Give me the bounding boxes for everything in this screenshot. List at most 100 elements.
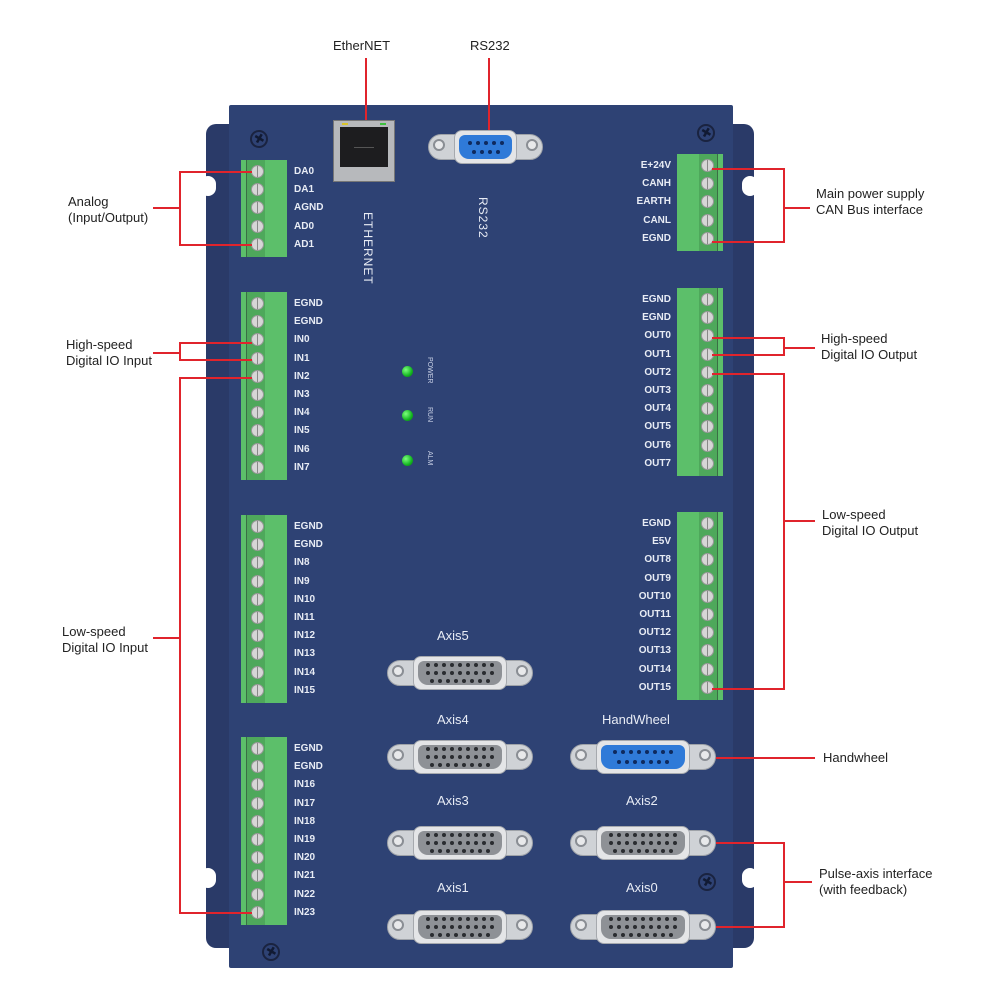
screw-terminal-pin[interactable] bbox=[251, 778, 264, 792]
axis5-connector[interactable] bbox=[387, 656, 533, 690]
screw-terminal-pin[interactable] bbox=[251, 647, 264, 661]
screw-terminal-pin[interactable] bbox=[701, 347, 714, 361]
screw-terminal-pin[interactable] bbox=[251, 869, 264, 883]
screw-terminal-pin[interactable] bbox=[251, 388, 264, 401]
axis0-connector[interactable] bbox=[570, 910, 716, 944]
alm-led bbox=[402, 455, 413, 466]
pin-label: EGND bbox=[294, 298, 323, 309]
screw-terminal-pin[interactable] bbox=[251, 556, 264, 570]
screw-terminal-pin[interactable] bbox=[251, 629, 264, 643]
screw-terminal-pin[interactable] bbox=[251, 219, 264, 233]
power-can-callout-line1: Main power supply bbox=[816, 186, 925, 201]
screw-terminal-pin[interactable] bbox=[701, 311, 714, 325]
screw-terminal-pin[interactable] bbox=[701, 213, 714, 227]
screw-terminal-pin[interactable] bbox=[251, 315, 264, 329]
screw-terminal-pin[interactable] bbox=[251, 905, 264, 919]
pin-label: IN20 bbox=[294, 852, 316, 864]
pin-label: IN12 bbox=[294, 630, 316, 642]
screw-terminal-pin[interactable] bbox=[701, 420, 714, 434]
screw-terminal-pin[interactable] bbox=[251, 183, 264, 197]
screw-terminal-pin[interactable] bbox=[701, 177, 714, 191]
screw-terminal-pin[interactable] bbox=[251, 369, 264, 383]
screw-terminal-pin[interactable] bbox=[251, 887, 264, 901]
pulse-axis-callout-line1: Pulse-axis interface bbox=[819, 866, 933, 881]
screw-terminal-pin[interactable] bbox=[701, 456, 714, 470]
screw-terminal-pin[interactable] bbox=[251, 592, 264, 606]
screw-terminal-pin[interactable] bbox=[251, 297, 264, 310]
axis1-connector[interactable] bbox=[387, 910, 533, 944]
screw-terminal-pin[interactable] bbox=[701, 626, 714, 640]
pin-label: EGND bbox=[642, 232, 671, 244]
pin-label: IN22 bbox=[294, 888, 316, 900]
screw-terminal-pin[interactable] bbox=[251, 760, 264, 774]
screw-terminal-pin[interactable] bbox=[701, 365, 714, 379]
pin-label: OUT13 bbox=[638, 645, 671, 657]
leader-line bbox=[712, 373, 783, 375]
terminal-divider bbox=[717, 288, 718, 476]
screw-terminal-pin[interactable] bbox=[251, 574, 264, 588]
pin-label: IN7 bbox=[294, 461, 310, 473]
pin-label: IN19 bbox=[294, 834, 316, 845]
terminal-block bbox=[677, 288, 723, 476]
screw-terminal-pin[interactable] bbox=[251, 424, 264, 438]
leader-line bbox=[153, 637, 179, 639]
screw-terminal-pin[interactable] bbox=[251, 520, 264, 533]
screw-terminal-pin[interactable] bbox=[251, 442, 264, 456]
screw-terminal-pin[interactable] bbox=[701, 293, 714, 306]
screw-terminal-pin[interactable] bbox=[701, 231, 714, 245]
pin-label: EGND bbox=[294, 539, 323, 551]
leader-line bbox=[783, 373, 785, 690]
screw-terminal-pin[interactable] bbox=[251, 683, 264, 697]
screw-terminal-pin[interactable] bbox=[251, 742, 264, 755]
pin-label: IN23 bbox=[294, 906, 316, 918]
screw-terminal-pin[interactable] bbox=[251, 851, 264, 865]
screw-terminal-pin[interactable] bbox=[701, 195, 714, 209]
axis3-connector[interactable] bbox=[387, 826, 533, 860]
screw-terminal-pin[interactable] bbox=[251, 538, 264, 552]
rs232-port[interactable] bbox=[428, 130, 543, 164]
pin-label: OUT14 bbox=[638, 663, 671, 675]
screw-terminal-pin[interactable] bbox=[701, 680, 714, 694]
screw-terminal-pin[interactable] bbox=[251, 833, 264, 846]
handwheel-connector[interactable] bbox=[570, 740, 716, 774]
terminal-divider bbox=[717, 154, 718, 251]
leader-line bbox=[716, 926, 783, 928]
screw-terminal-pin[interactable] bbox=[251, 333, 264, 347]
screw-terminal-pin[interactable] bbox=[701, 438, 714, 452]
screw-terminal-pin[interactable] bbox=[701, 608, 714, 621]
screw-terminal-pin[interactable] bbox=[701, 553, 714, 567]
screw-terminal-pin[interactable] bbox=[701, 517, 714, 530]
screw-terminal-pin[interactable] bbox=[701, 535, 714, 549]
screw-terminal-pin[interactable] bbox=[251, 165, 264, 178]
screw-terminal-pin[interactable] bbox=[251, 406, 264, 420]
axis2-connector[interactable] bbox=[570, 826, 716, 860]
screw-terminal-pin[interactable] bbox=[701, 159, 714, 172]
pin-label: E5V bbox=[652, 536, 671, 548]
screw-terminal-pin[interactable] bbox=[251, 460, 264, 474]
pin-label: IN5 bbox=[294, 425, 310, 437]
screw-terminal-pin[interactable] bbox=[251, 351, 264, 365]
handwheel-callout: Handwheel bbox=[823, 750, 888, 766]
screw-terminal-pin[interactable] bbox=[701, 402, 714, 416]
ethernet-port-label: ETHERNET bbox=[361, 212, 375, 285]
screw-terminal-pin[interactable] bbox=[701, 571, 714, 585]
pin-label: IN4 bbox=[294, 407, 310, 419]
leader-line bbox=[179, 171, 181, 246]
screw-terminal-pin[interactable] bbox=[701, 384, 714, 397]
screw-terminal-pin[interactable] bbox=[251, 611, 264, 624]
screw-terminal-pin[interactable] bbox=[251, 665, 264, 679]
screw-terminal-pin[interactable] bbox=[701, 662, 714, 676]
pin-label: IN16 bbox=[294, 779, 316, 791]
screw-terminal-pin[interactable] bbox=[251, 237, 264, 251]
screw-terminal-pin[interactable] bbox=[701, 589, 714, 603]
screw-terminal-pin[interactable] bbox=[701, 644, 714, 658]
hs-out-callout: High-speed Digital IO Output bbox=[821, 331, 917, 363]
pin-label: IN11 bbox=[294, 612, 315, 623]
ethernet-port[interactable] bbox=[333, 120, 395, 182]
screw-terminal-pin[interactable] bbox=[251, 201, 264, 215]
screw-terminal-pin[interactable] bbox=[251, 796, 264, 810]
hs-in-callout: High-speed Digital IO Input bbox=[66, 337, 152, 369]
axis4-connector[interactable] bbox=[387, 740, 533, 774]
screw-terminal-pin[interactable] bbox=[251, 814, 264, 828]
screw-terminal-pin[interactable] bbox=[701, 329, 714, 343]
